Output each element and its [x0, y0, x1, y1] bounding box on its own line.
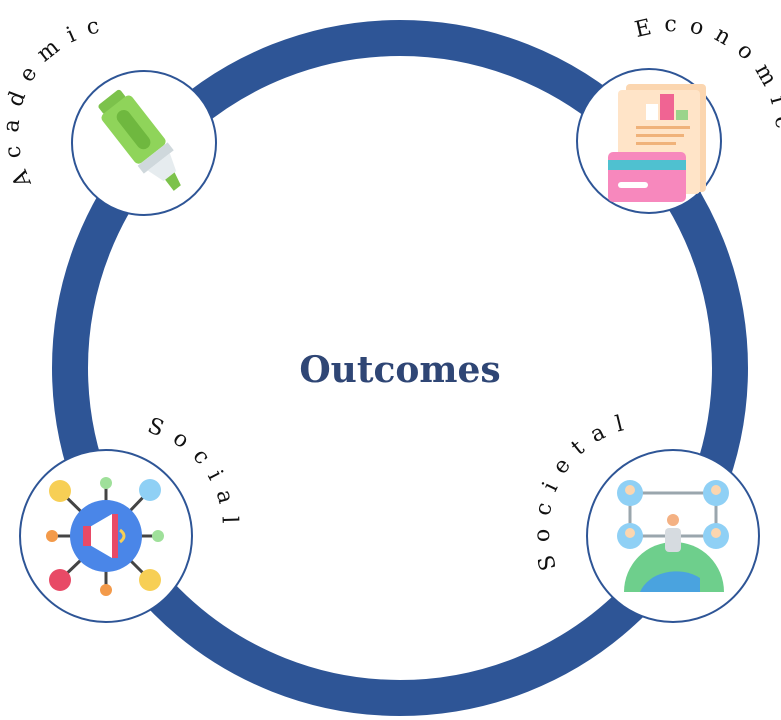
node-economic: Economic: [576, 12, 781, 214]
outcomes-ring: [52, 20, 748, 716]
financial-report-card-icon: [608, 84, 706, 202]
highlighter-icon: [98, 89, 181, 191]
node-social: Social: [19, 413, 230, 623]
node-academic: Academic: [0, 11, 217, 216]
globe-people-network-icon: [617, 480, 729, 592]
center-title: Outcomes: [299, 349, 500, 391]
